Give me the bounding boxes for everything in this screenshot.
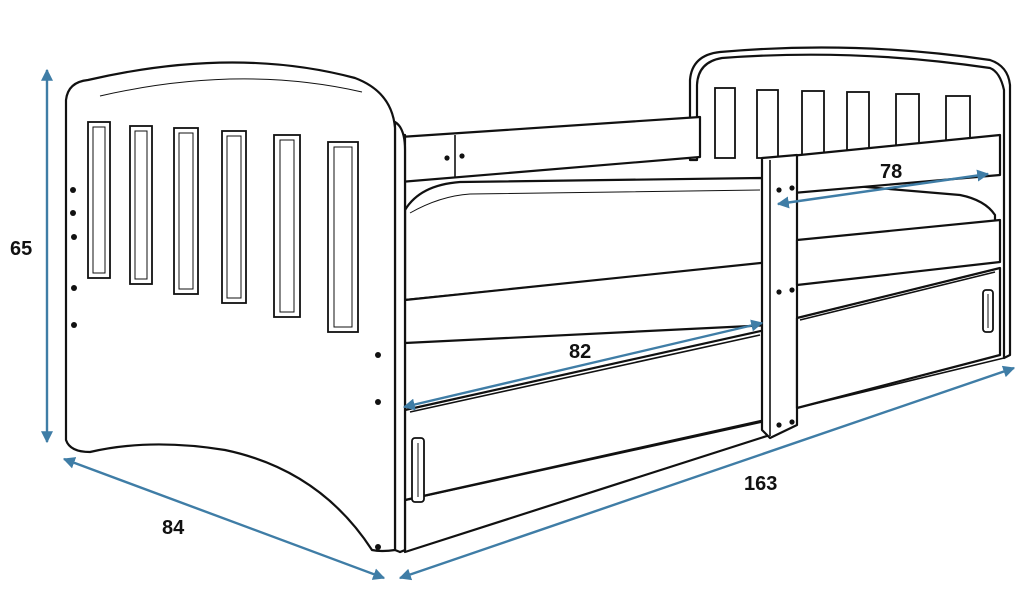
depth-label: 84	[162, 517, 185, 539]
drawer-length-arrow	[402, 319, 764, 411]
back-guard-rail	[398, 115, 702, 184]
length-arrow	[398, 365, 1016, 581]
length-label: 163	[744, 473, 777, 495]
dimension-labels: 65 84 163 82 78	[10, 161, 902, 539]
front-drawer-right	[795, 218, 1005, 410]
drawer-length-label: 82	[569, 341, 591, 363]
dimension-arrows	[41, 68, 1016, 581]
depth-arrow	[62, 457, 386, 580]
rail-length-label: 78	[880, 161, 902, 183]
rail-length-arrow	[776, 169, 990, 209]
height-label: 65	[10, 238, 32, 260]
front-headboard-slats	[87, 121, 359, 333]
